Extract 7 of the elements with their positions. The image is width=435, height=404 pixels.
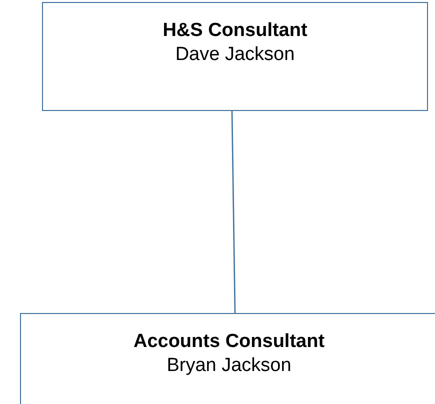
- role-title: H&S Consultant: [162, 19, 308, 43]
- role-box: [42, 2, 428, 111]
- connector-line: [231, 111, 236, 313]
- role-box: [20, 313, 435, 404]
- person-name: Dave Jackson: [175, 43, 295, 67]
- role-title: Accounts Consultant: [133, 330, 325, 354]
- person-name: Bryan Jackson: [166, 354, 292, 378]
